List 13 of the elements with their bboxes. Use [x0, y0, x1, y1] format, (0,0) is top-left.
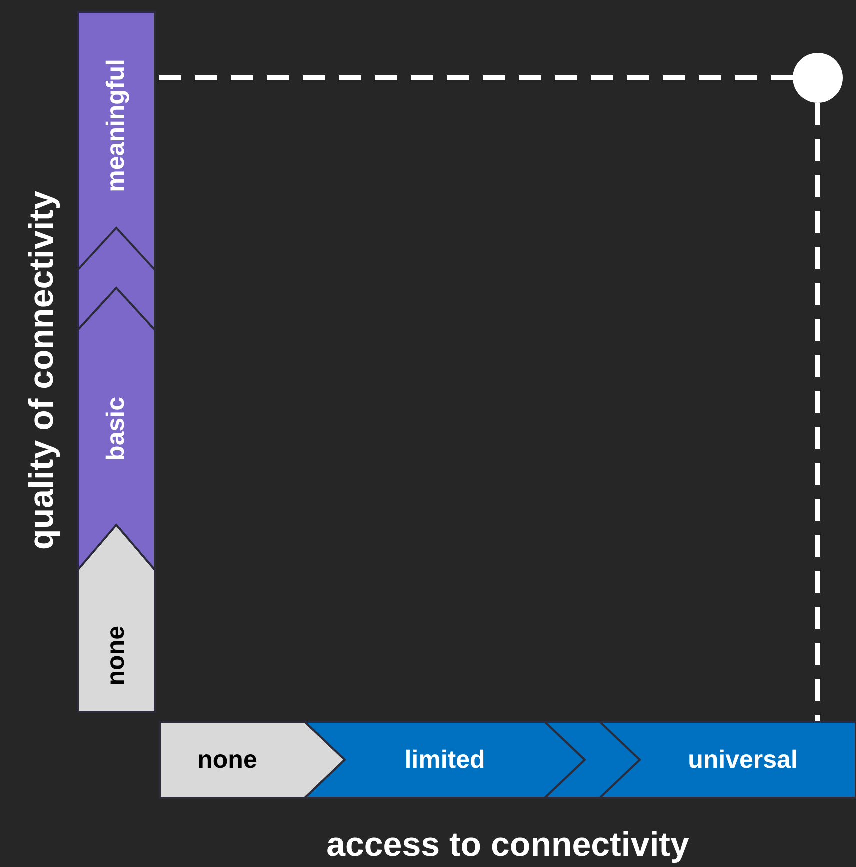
segment-label: limited: [404, 748, 486, 772]
chevron-segment: [78, 12, 155, 330]
chevron-segment: [545, 722, 856, 798]
segment-label: universal: [688, 748, 798, 772]
chevron-segment: [305, 722, 585, 798]
axis-title: access to connectivity: [326, 828, 690, 862]
segment-label: meaningful: [104, 59, 129, 193]
dashed-guide-line: [159, 76, 793, 80]
circle-marker: [793, 53, 843, 103]
dashed-guide-line: [816, 103, 820, 722]
chevron-segment: [78, 288, 155, 570]
axis-title: quality of connectivity: [25, 190, 59, 550]
segment-label: basic: [104, 397, 129, 461]
